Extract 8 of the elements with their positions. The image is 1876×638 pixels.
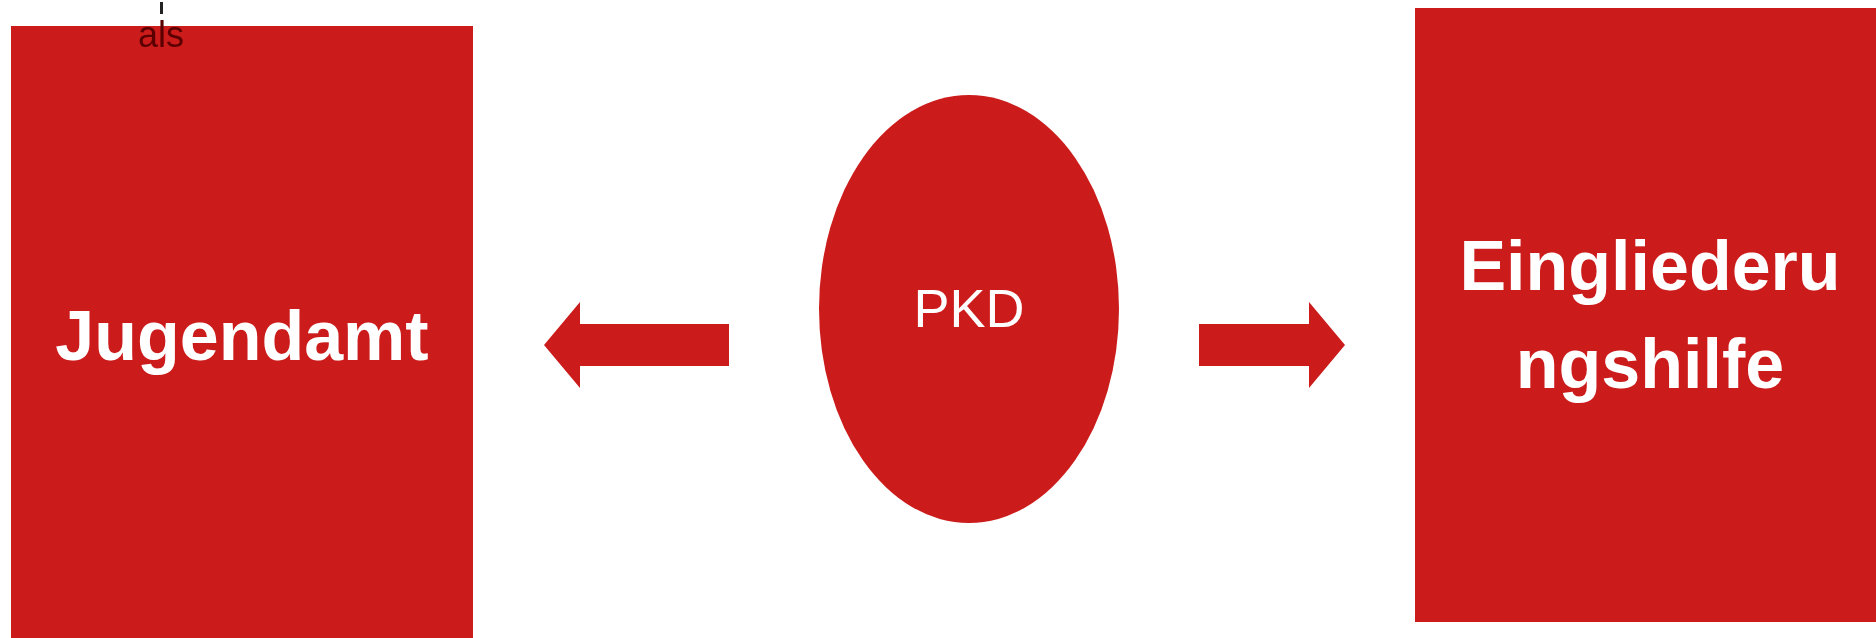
node-label: Jugendamt	[54, 296, 430, 377]
block-arrow	[1199, 302, 1345, 388]
block-arrow	[544, 302, 729, 388]
node-label: Eingliederungshilfe	[1458, 226, 1842, 405]
ellipse-node	[819, 95, 1119, 523]
process-box	[1415, 8, 1876, 622]
node-label: PKD	[912, 277, 1026, 341]
text-label: als	[138, 17, 185, 53]
